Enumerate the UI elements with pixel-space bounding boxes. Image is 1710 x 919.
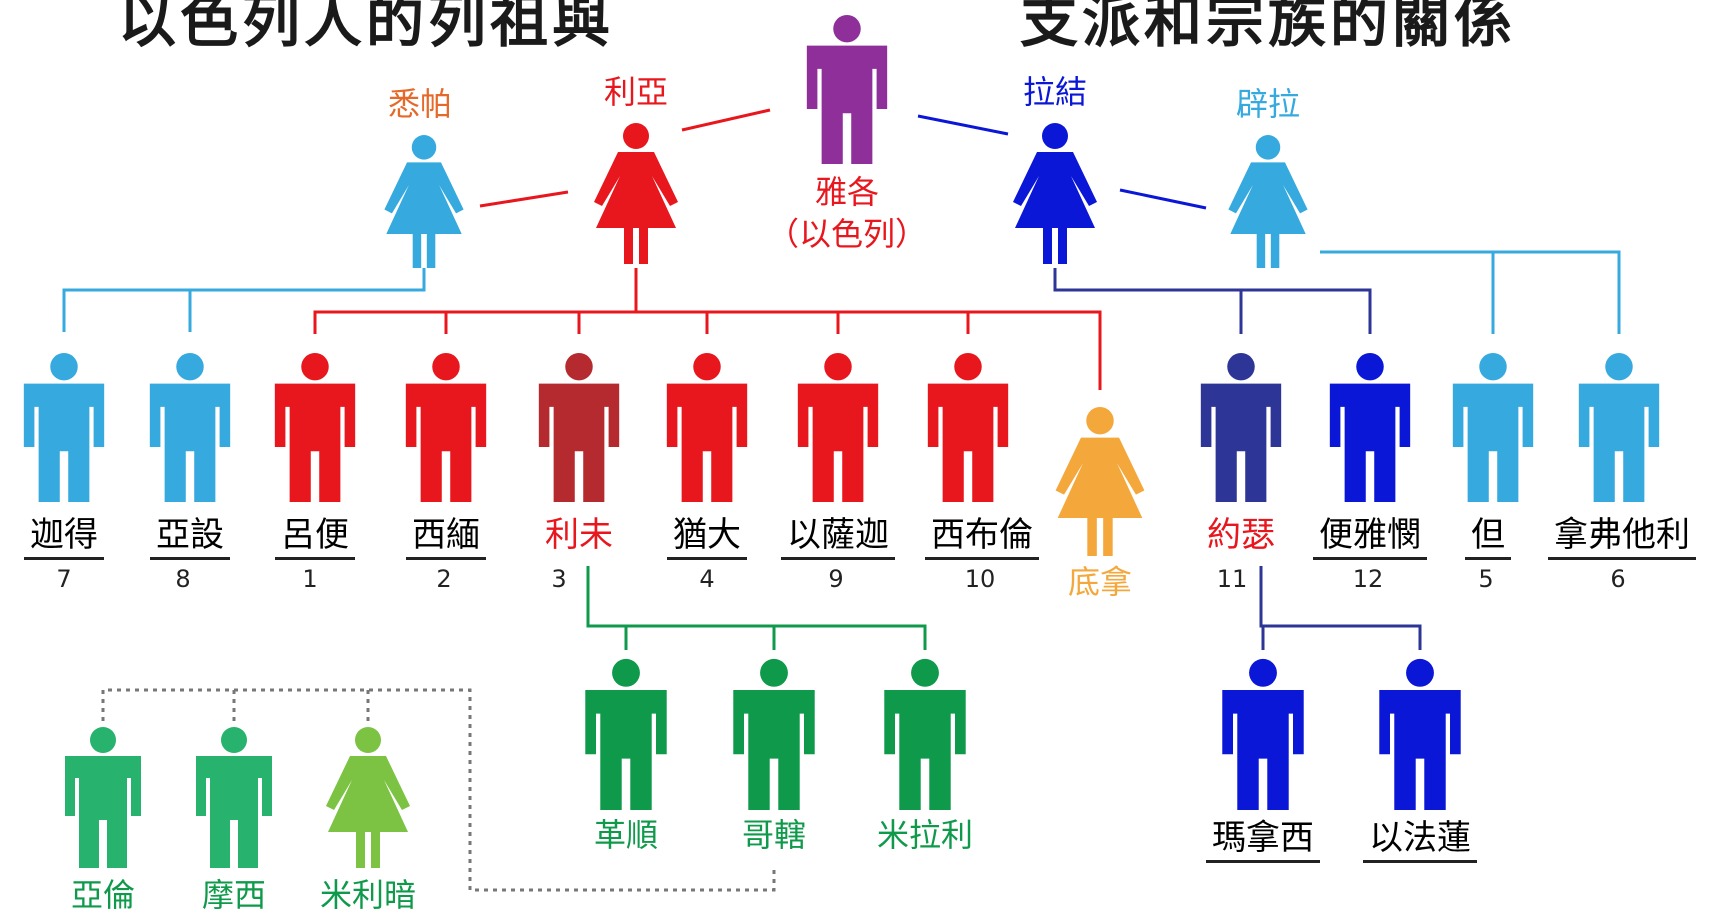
- child-number-zebulun: 10: [964, 565, 996, 593]
- marriage-line-bilhah: [1119, 188, 1207, 210]
- child-figure-levi: [538, 352, 620, 502]
- child-name-reuben: 呂便: [275, 515, 355, 560]
- child-number-joseph: 11: [1216, 565, 1248, 593]
- wife-figure-leah: [594, 123, 678, 264]
- child-name-benjamin: 便雅憫: [1313, 515, 1427, 560]
- child-number-benjamin: 12: [1352, 565, 1384, 593]
- child-figure-naphtali: [1578, 352, 1660, 502]
- branch-zilpah: [62, 268, 426, 332]
- child-figure-issachar: [797, 352, 879, 502]
- jacob-figure: [806, 14, 888, 164]
- child-figure-simeon: [405, 352, 487, 502]
- child-number-levi: 3: [551, 565, 567, 593]
- child-number-judah: 4: [699, 565, 715, 593]
- child-figure-benjamin: [1329, 352, 1411, 502]
- levi-son-figure-kohath: [733, 658, 815, 810]
- child-figure-gad: [23, 352, 105, 502]
- child-number-naphtali: 6: [1610, 565, 1626, 593]
- joseph-son-manasseh: 瑪拿西: [1206, 818, 1320, 863]
- child-figure-dinah: [1055, 406, 1145, 556]
- wife-label-leah: 利亞: [603, 73, 669, 111]
- wife-label-rachel: 拉結: [1022, 73, 1088, 111]
- child-name-zebulun: 西布倫: [925, 515, 1039, 560]
- branch-kohath-amram: [101, 688, 776, 892]
- child-name-judah: 猶大: [667, 515, 747, 560]
- child-number-gad: 7: [56, 565, 72, 593]
- wife-label-zilpah: 悉帕: [387, 85, 453, 123]
- child-number-simeon: 2: [436, 565, 452, 593]
- wife-figure-bilhah: [1228, 135, 1308, 268]
- joseph-son-figure-manasseh: [1222, 658, 1304, 810]
- title-right: 支派和宗族的關係: [1020, 0, 1517, 55]
- child-number-dan: 5: [1478, 565, 1494, 593]
- child-name-dinah: 底拿: [1067, 563, 1133, 601]
- branch-rachel: [1053, 268, 1372, 334]
- child-name-gad: 迦得: [24, 515, 104, 560]
- child-figure-judah: [666, 352, 748, 502]
- amram-child-moses: 摩西: [201, 876, 267, 914]
- child-figure-reuben: [274, 352, 356, 502]
- amram-child-figure-aaron: [65, 727, 141, 868]
- child-name-naphtali: 拿弗他利: [1548, 515, 1696, 560]
- child-name-levi: 利未: [545, 515, 613, 555]
- wife-figure-zilpah: [384, 135, 464, 268]
- child-number-reuben: 1: [302, 565, 318, 593]
- branch-levi: [586, 566, 927, 650]
- wife-figure-rachel: [1013, 123, 1097, 264]
- joseph-son-ephraim: 以法蓮: [1363, 818, 1477, 863]
- child-figure-dan: [1452, 352, 1534, 502]
- child-figure-joseph: [1200, 352, 1282, 502]
- marriage-line-zilpah: [479, 190, 569, 208]
- marriage-line-leah: [681, 108, 771, 132]
- child-name-simeon: 西緬: [406, 515, 486, 560]
- branch-bilhah: [1320, 250, 1621, 334]
- child-figure-asher: [149, 352, 231, 502]
- amram-child-aaron: 亞倫: [70, 876, 136, 914]
- levi-son-figure-gershon: [585, 658, 667, 810]
- child-figure-zebulun: [927, 352, 1009, 502]
- levi-son-figure-merari: [884, 658, 966, 810]
- jacob-name: 雅各: [814, 173, 880, 211]
- jacob-alias: （以色列）: [766, 215, 928, 253]
- child-name-asher: 亞設: [150, 515, 230, 560]
- branch-joseph: [1259, 566, 1422, 650]
- amram-child-figure-moses: [196, 727, 272, 868]
- amram-child-miriam: 米利暗: [319, 876, 417, 914]
- title-left: 以色列人的列祖與: [118, 0, 615, 55]
- amram-child-figure-miriam: [326, 727, 410, 868]
- child-name-joseph: 約瑟: [1207, 515, 1275, 555]
- child-name-issachar: 以薩迦: [781, 515, 895, 560]
- child-name-dan: 但: [1465, 515, 1511, 560]
- wife-label-bilhah: 辟拉: [1235, 85, 1301, 123]
- levi-son-kohath: 哥轄: [741, 816, 807, 854]
- child-number-asher: 8: [175, 565, 191, 593]
- levi-son-merari: 米拉利: [876, 816, 974, 854]
- joseph-son-figure-ephraim: [1379, 658, 1461, 810]
- marriage-line-rachel: [917, 114, 1009, 136]
- levi-son-gershon: 革順: [593, 816, 659, 854]
- child-number-issachar: 9: [828, 565, 844, 593]
